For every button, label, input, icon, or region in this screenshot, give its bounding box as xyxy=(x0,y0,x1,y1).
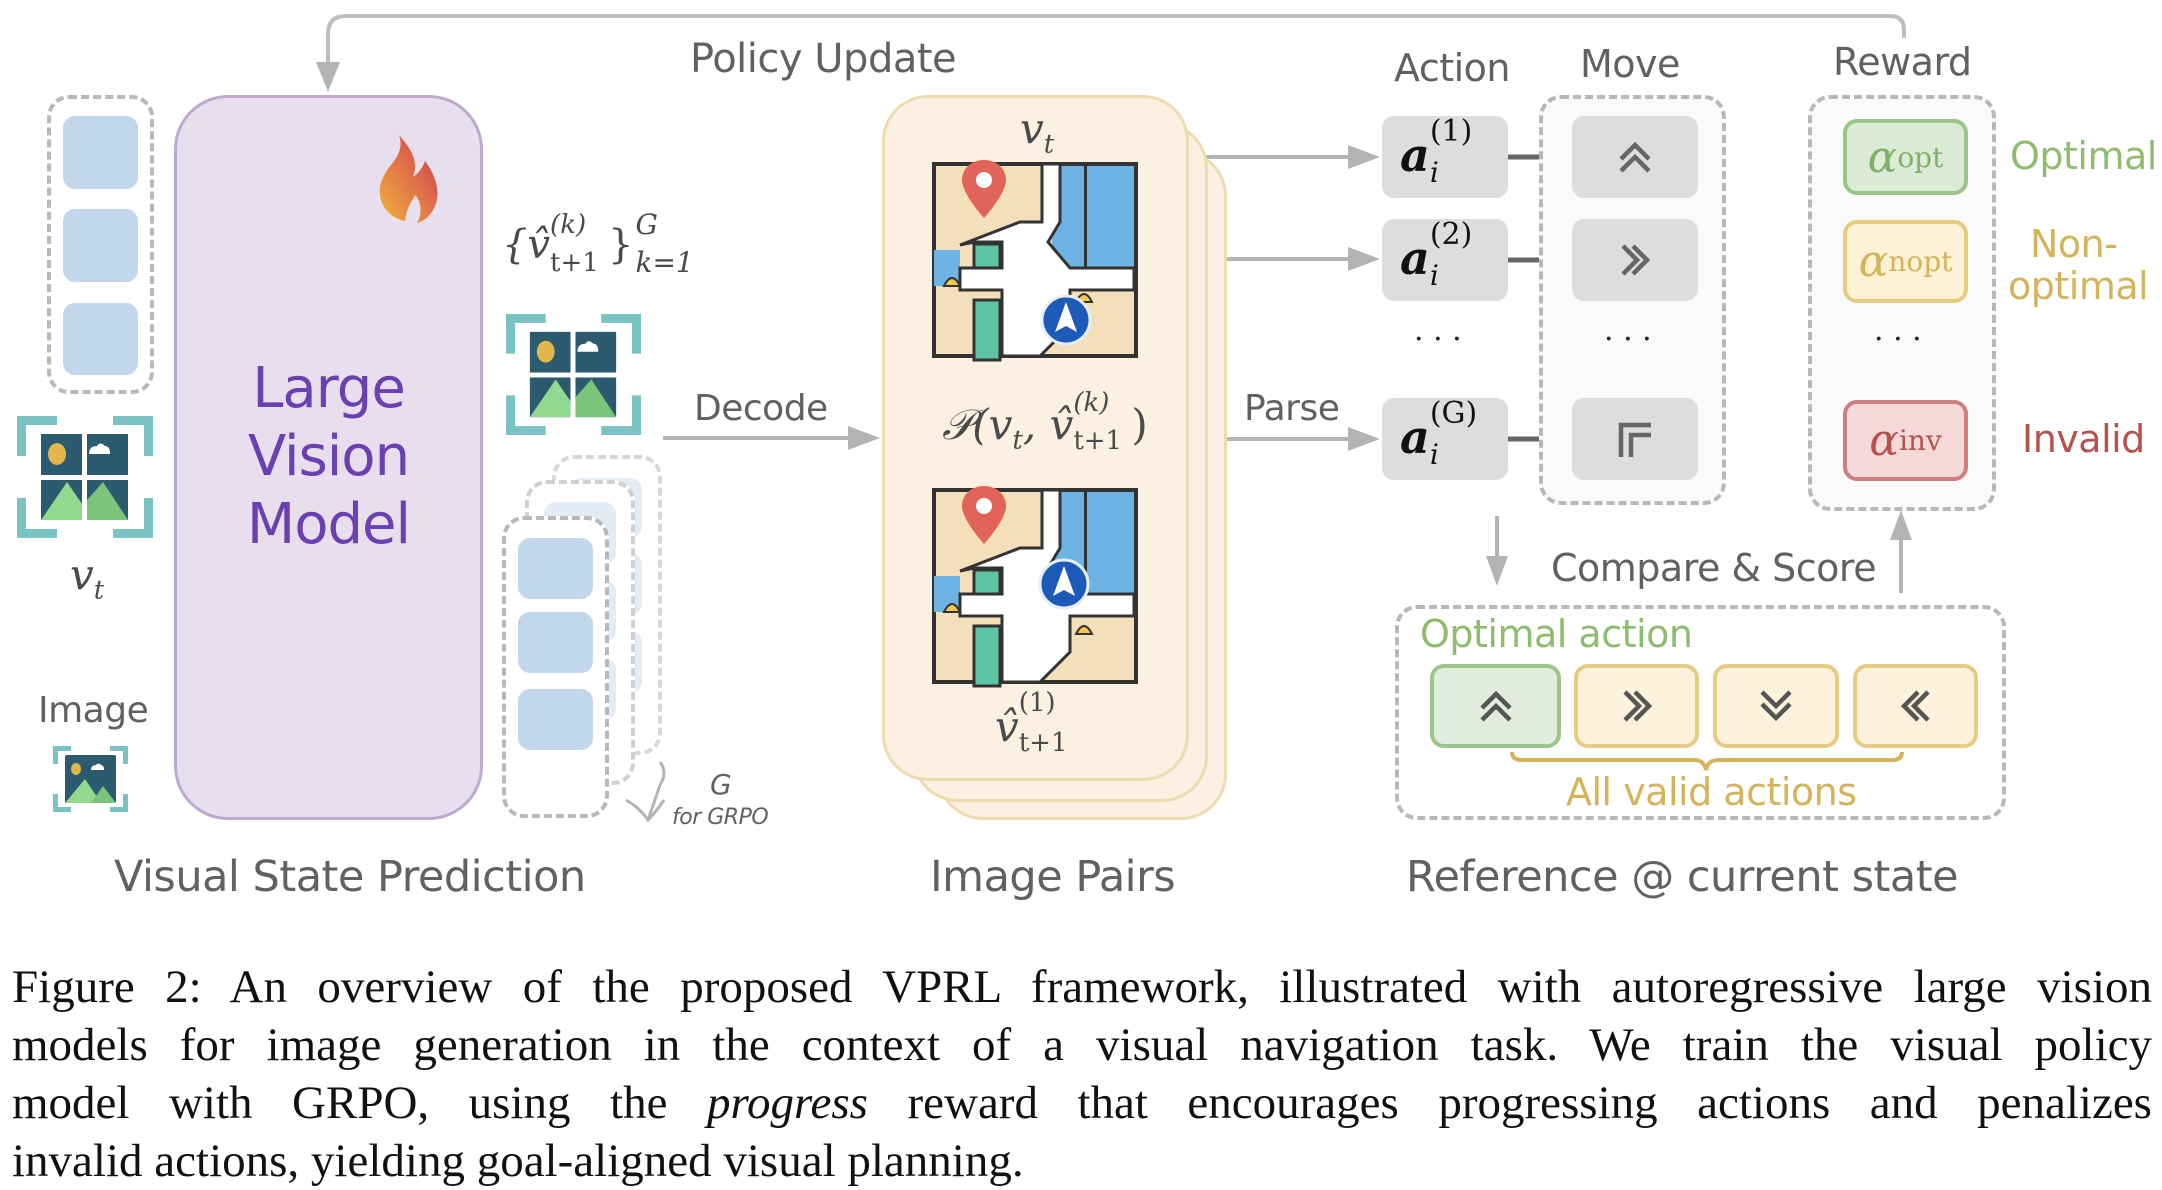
map-current-state-image xyxy=(930,150,1140,362)
compare-down-arrowhead xyxy=(1486,556,1508,586)
model-label-line-3: Model xyxy=(246,492,411,557)
input-token xyxy=(63,303,138,375)
action-label-g: a (G) i xyxy=(1400,396,1478,471)
parse-arrowhead xyxy=(1348,427,1380,451)
group-note-label: for GRPO xyxy=(672,805,769,830)
double-chevron-up-icon xyxy=(1479,690,1512,722)
move-ellipsis: · · · xyxy=(1604,322,1652,357)
reference-tile-left xyxy=(1853,664,1978,748)
double-chevron-right-icon xyxy=(1622,690,1652,722)
valid-actions-brace xyxy=(1510,751,1904,771)
optimal-action-label: Optimal action xyxy=(1420,612,1693,656)
double-chevron-left-icon xyxy=(1900,690,1930,722)
input-token-group xyxy=(47,95,154,394)
card-to-action-1-arrowhead xyxy=(1348,145,1380,169)
action-box-1 xyxy=(1382,116,1508,198)
reference-tile-right xyxy=(1574,664,1699,748)
image-icon xyxy=(53,746,128,812)
sampled-tokens-image-icon xyxy=(505,314,642,435)
section-visual-state-prediction: Visual State Prediction xyxy=(114,852,586,902)
sample-set-label: {v̂ (k) t+1 } G k=1 xyxy=(502,208,694,279)
decode-arrowhead xyxy=(848,426,880,450)
action-box-g xyxy=(1382,398,1508,480)
reference-tile-down xyxy=(1713,664,1839,748)
decode-label: Decode xyxy=(694,388,828,429)
move-cell-2 xyxy=(1572,219,1698,301)
large-vision-model-box xyxy=(174,95,483,820)
reward-optimal-label: Optimal xyxy=(2010,134,2157,178)
pair-current-state-label: vt xyxy=(1020,104,1055,160)
model-label-line-2: Vision xyxy=(247,424,410,489)
group-brace xyxy=(625,761,666,823)
parse-label: Parse xyxy=(1244,388,1340,429)
model-label-line-1: Large xyxy=(252,356,406,421)
reward-nonoptimal-label-line-2: optimal xyxy=(2008,264,2149,308)
card-to-action-2-arrowhead xyxy=(1348,247,1380,271)
reference-box xyxy=(1395,605,2006,820)
pair-expression: 𝒫(vt, v̂ (k) t+1 ) xyxy=(942,388,1148,456)
double-chevron-up-icon xyxy=(1619,141,1651,173)
caption-line-4: invalid actions, yielding goal-aligned v… xyxy=(12,1135,1024,1187)
sample-token xyxy=(518,538,593,599)
input-vt-label: vt xyxy=(70,550,105,606)
sample-token xyxy=(518,612,593,673)
score-up-arrowhead xyxy=(1890,510,1912,540)
move-cell-1 xyxy=(1572,116,1698,198)
action-label-2: a (2) i xyxy=(1400,217,1473,292)
section-image-pairs: Image Pairs xyxy=(930,852,1176,902)
column-header-reward: Reward xyxy=(1833,40,1972,84)
figure-caption: Figure 2: An overview of the proposed VP… xyxy=(12,958,2152,1190)
double-chevron-down-icon xyxy=(1760,690,1792,722)
reward-ellipsis: · · · xyxy=(1874,322,1922,357)
section-reference: Reference @ current state xyxy=(1406,852,1959,902)
reward-nonoptimal-label-line-1: Non- xyxy=(2030,222,2118,266)
policy-update-arrow xyxy=(326,14,1906,70)
input-token xyxy=(63,209,138,282)
reward-invalid-label: Invalid xyxy=(2022,417,2145,461)
map-predicted-state-image xyxy=(930,476,1140,688)
action-box-2 xyxy=(1382,219,1508,301)
caption-line-3: model with GRPO, using the progress rewa… xyxy=(12,1077,2152,1129)
action-ellipsis: · · · xyxy=(1414,322,1462,357)
action-label-1: a (1) i xyxy=(1400,114,1473,189)
all-valid-actions-label: All valid actions xyxy=(1566,770,1857,814)
double-chevron-right-icon xyxy=(1621,244,1651,276)
image-label: Image xyxy=(38,690,149,731)
invalid-corner-icon xyxy=(1618,422,1651,457)
column-header-action: Action xyxy=(1394,46,1511,90)
pair-predicted-state-label: v̂ (1) t+1 xyxy=(995,688,1068,758)
policy-update-label: Policy Update xyxy=(690,36,957,82)
policy-update-arrowhead xyxy=(316,62,340,92)
tokenized-image-icon xyxy=(17,416,153,538)
compare-score-label: Compare & Score xyxy=(1551,546,1877,590)
caption-emphasis-progress: progress xyxy=(706,1077,868,1129)
flame-icon xyxy=(377,135,441,223)
caption-line-2: models for image generation in the conte… xyxy=(12,1019,2152,1071)
sample-token xyxy=(518,689,593,750)
reference-tile-up-optimal xyxy=(1430,664,1561,748)
move-cell-g xyxy=(1572,398,1698,480)
group-size-label: G xyxy=(710,768,732,801)
input-token xyxy=(63,116,138,189)
caption-line-1: Figure 2: An overview of the proposed VP… xyxy=(12,961,2152,1013)
column-header-move: Move xyxy=(1580,42,1680,86)
